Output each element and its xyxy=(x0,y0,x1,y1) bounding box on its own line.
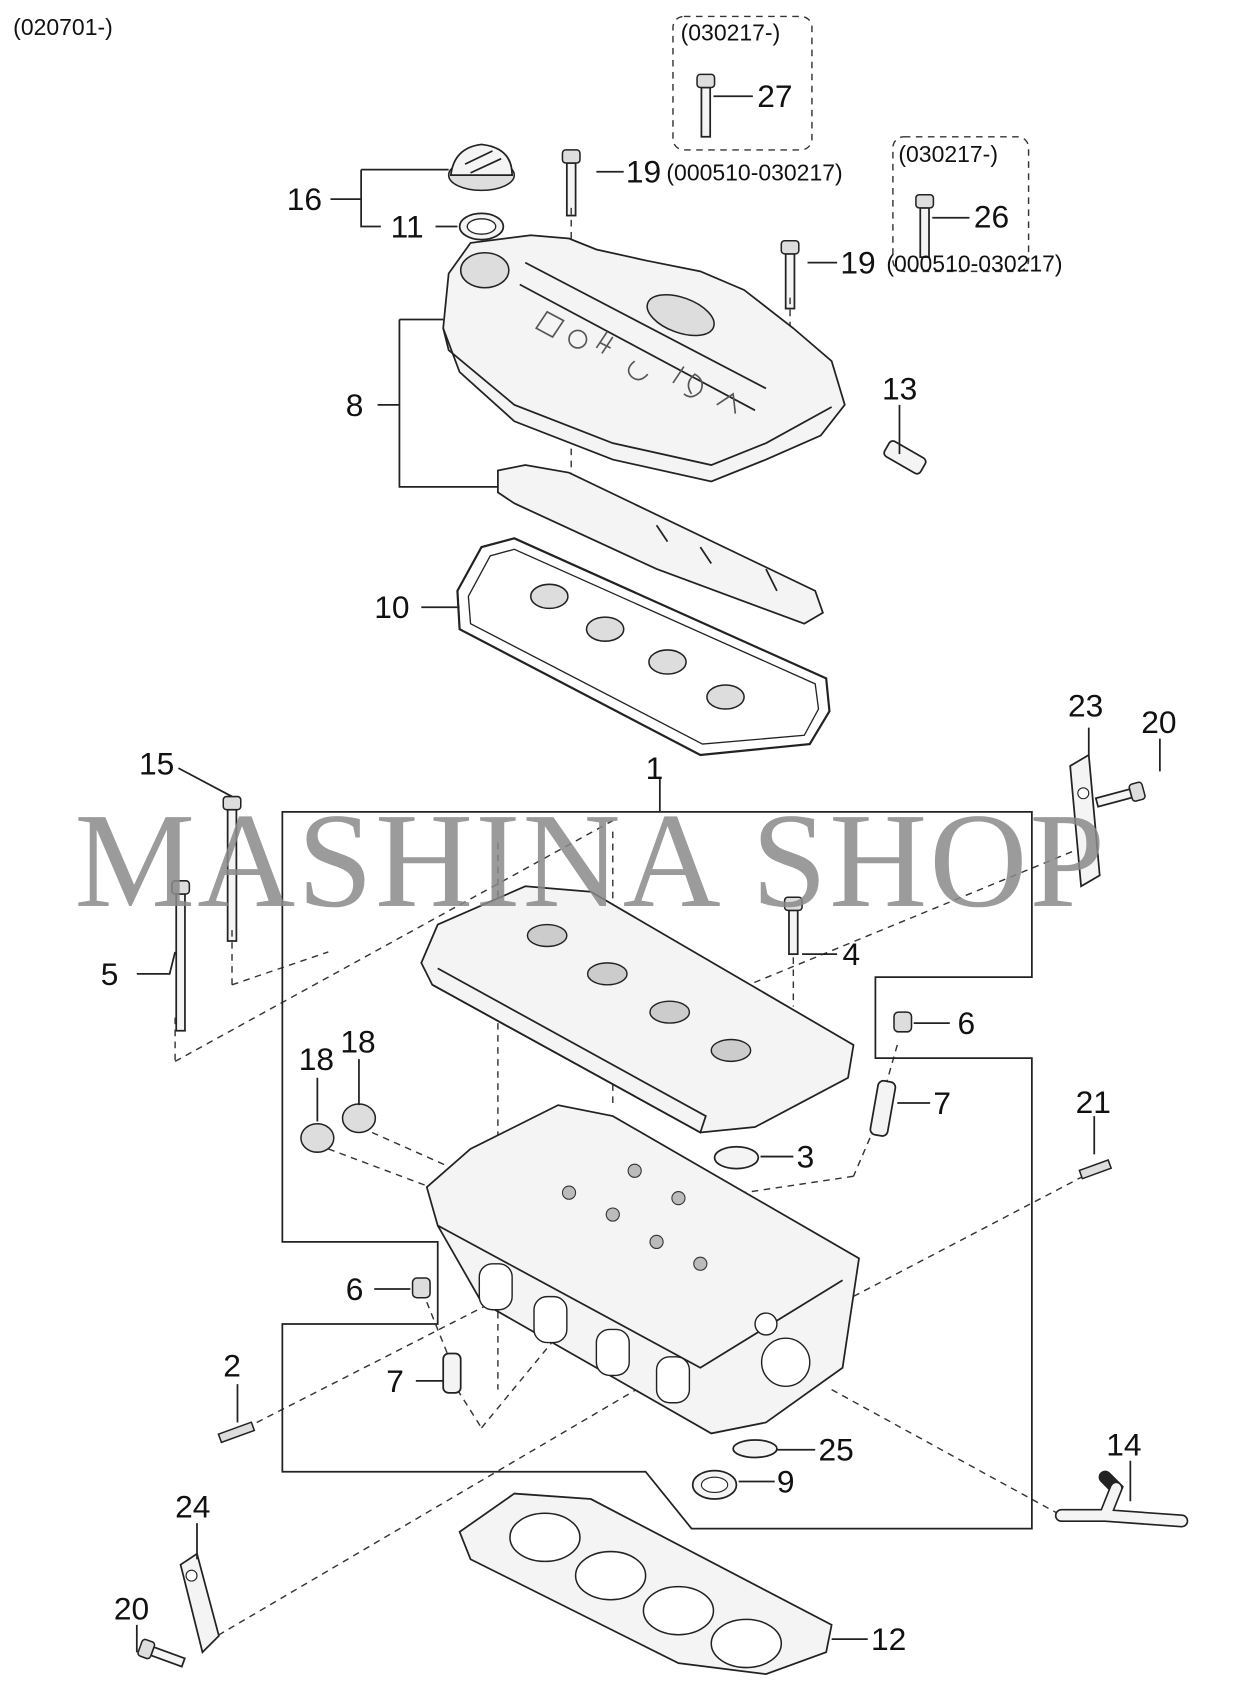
bolt-4[interactable] xyxy=(783,896,803,956)
part-label-7[interactable]: 7 xyxy=(933,1085,951,1121)
part-label-2[interactable]: 2 xyxy=(223,1347,241,1383)
valve-cover-baffle xyxy=(497,464,824,625)
spark-plug-tube-6-upper[interactable] xyxy=(893,1011,913,1033)
part-label-14[interactable]: 14 xyxy=(1106,1426,1141,1462)
bolts xyxy=(137,73,1146,1671)
part-label-18[interactable]: 18 xyxy=(299,1041,334,1077)
part-19-range: (000510-030217) xyxy=(886,250,1062,276)
part-label-8[interactable]: 8 xyxy=(346,387,364,423)
option-box-code: (030217-) xyxy=(898,141,998,167)
valve-cover-gasket[interactable] xyxy=(456,537,831,757)
camshaft-bearing-cap-assembly xyxy=(420,885,855,1134)
bracket-24[interactable] xyxy=(179,1552,220,1654)
bolt-20-lower[interactable] xyxy=(137,1638,186,1671)
gasket-25[interactable] xyxy=(732,1439,778,1459)
part-label-12[interactable]: 12 xyxy=(871,1621,906,1657)
part-label-24[interactable]: 24 xyxy=(175,1489,210,1525)
bolt-5[interactable] xyxy=(171,880,191,1032)
part-label-19[interactable]: 19 xyxy=(840,245,875,281)
bolt-27[interactable] xyxy=(696,73,716,138)
part-label-3[interactable]: 3 xyxy=(797,1139,815,1175)
part-label-13[interactable]: 13 xyxy=(882,370,917,406)
bolt-15[interactable] xyxy=(222,795,242,942)
part-label-7[interactable]: 7 xyxy=(386,1363,404,1399)
part-19-range: (000510-030217) xyxy=(666,160,842,186)
bolt-26[interactable] xyxy=(915,194,935,259)
part-label-18[interactable]: 18 xyxy=(340,1024,375,1060)
water-pipe-14[interactable] xyxy=(1054,1470,1189,1528)
part-label-16[interactable]: 16 xyxy=(287,181,322,217)
spark-plug-tube-7-lower[interactable] xyxy=(442,1352,462,1394)
option-box-26: (030217-) 26 xyxy=(892,136,1030,273)
oil-filler-cap-seal[interactable] xyxy=(458,212,505,241)
spark-plug-tube-6-lower[interactable] xyxy=(411,1277,431,1299)
part-label-5[interactable]: 5 xyxy=(101,956,119,992)
seal-ring-9[interactable] xyxy=(691,1469,738,1500)
leader-lines xyxy=(135,168,1161,1653)
stud-2[interactable] xyxy=(217,1421,256,1444)
bolt-19-upper[interactable] xyxy=(561,149,581,217)
part-label-6[interactable]: 6 xyxy=(957,1005,975,1041)
stud-21[interactable] xyxy=(1078,1158,1113,1180)
part-label-10[interactable]: 10 xyxy=(374,589,409,625)
cylinder-head[interactable] xyxy=(425,1104,860,1435)
part-label-4[interactable]: 4 xyxy=(843,936,861,972)
oil-filler-cap[interactable] xyxy=(447,143,516,192)
part-label-6[interactable]: 6 xyxy=(346,1271,364,1307)
seal-plug-18b[interactable] xyxy=(341,1103,377,1134)
callout-labels: 16 11 19 (000510-030217) 19 (000510-0302… xyxy=(101,154,1177,1657)
o-ring-3[interactable] xyxy=(713,1145,760,1170)
part-label-20[interactable]: 20 xyxy=(114,1590,149,1626)
bolt-20-upper[interactable] xyxy=(1094,781,1146,811)
option-box-27: (030217-) 27 xyxy=(672,15,813,151)
part-label-23[interactable]: 23 xyxy=(1068,688,1103,724)
dohc-emboss xyxy=(535,310,737,414)
part-label-21[interactable]: 21 xyxy=(1076,1084,1111,1120)
part-label-25[interactable]: 25 xyxy=(819,1432,854,1468)
part-label-20[interactable]: 20 xyxy=(1141,704,1176,740)
valve-cover[interactable] xyxy=(442,234,846,483)
part-label-19[interactable]: 19 xyxy=(626,154,661,190)
part-label-27[interactable]: 27 xyxy=(757,78,792,114)
bolt-19-lower[interactable] xyxy=(780,239,800,310)
part-label-15[interactable]: 15 xyxy=(139,746,174,782)
variant-code: (020701-) xyxy=(13,14,113,40)
part-label-9[interactable]: 9 xyxy=(777,1463,795,1499)
seal-plug-18a[interactable] xyxy=(300,1122,335,1153)
pcv-valve[interactable] xyxy=(883,439,928,475)
spark-plug-tube-7-upper[interactable] xyxy=(869,1079,897,1137)
part-label-26[interactable]: 26 xyxy=(974,199,1009,235)
part-label-11[interactable]: 11 xyxy=(391,208,424,244)
option-box-code: (030217-) xyxy=(681,19,781,45)
bracket-23[interactable] xyxy=(1069,753,1101,888)
cylinder-head-gasket[interactable] xyxy=(458,1492,833,1676)
watermark: MASHINA SHOP xyxy=(74,786,1107,936)
part-label-1[interactable]: 1 xyxy=(646,750,664,786)
